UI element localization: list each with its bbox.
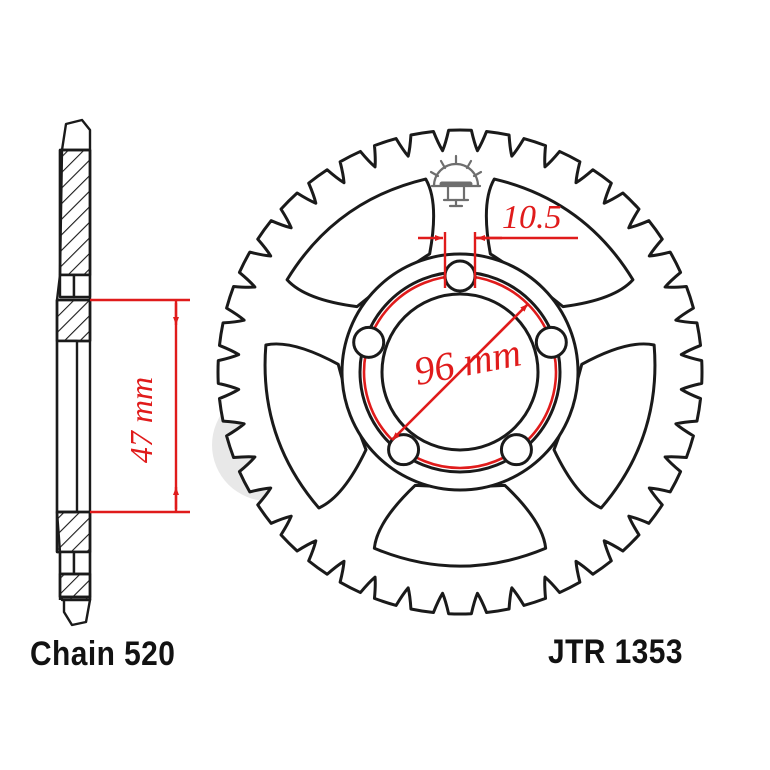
chain-size-label: Chain 520 bbox=[30, 635, 176, 673]
bolt-hole bbox=[534, 325, 568, 359]
dimension-96mm bbox=[391, 303, 529, 441]
machining-surface-symbol-icon bbox=[429, 154, 483, 208]
part-number-label: JTR 1353 bbox=[548, 633, 683, 671]
bolt-hole bbox=[443, 259, 477, 293]
dimension-10-5-label: 10.5 bbox=[502, 199, 562, 236]
bolt-hole bbox=[499, 433, 533, 467]
dimension-47mm bbox=[90, 298, 190, 514]
dimension-47mm-label: 47 mm bbox=[123, 377, 159, 463]
side-section-view bbox=[55, 118, 92, 627]
dimension-10-5 bbox=[418, 232, 578, 288]
bolt-hole bbox=[352, 325, 386, 359]
bolt-holes bbox=[352, 259, 568, 467]
